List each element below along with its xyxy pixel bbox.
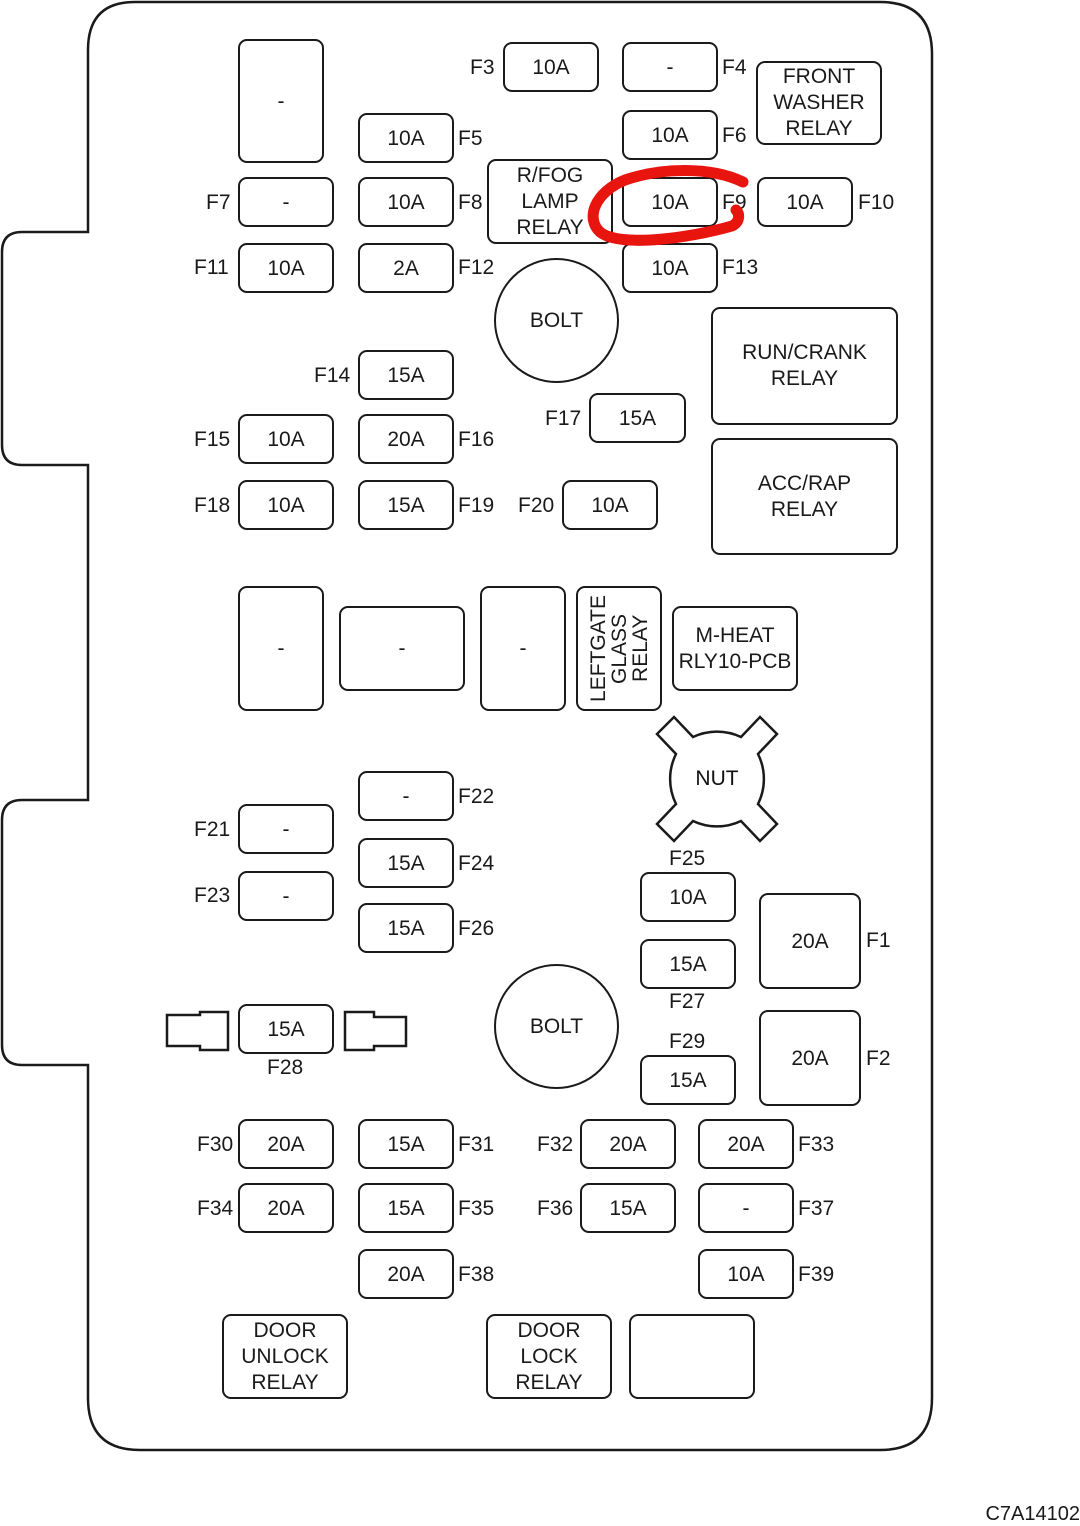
fuse-f21[interactable]: -: [238, 804, 334, 854]
fuse-f10[interactable]: 10A: [757, 177, 853, 227]
fuse-f26[interactable]: 15A: [358, 903, 454, 953]
fuse-f6[interactable]: 10A: [622, 110, 718, 160]
nut-icon: [655, 715, 779, 843]
rfog-lamp-relay[interactable]: R/FOG LAMP RELAY: [487, 159, 613, 244]
fuse-f4[interactable]: -: [622, 42, 718, 92]
fuse-f16[interactable]: 20A: [358, 414, 454, 464]
fuse-label-f20: F20: [518, 494, 555, 517]
nut-label: NUT: [695, 767, 739, 790]
fuse-label-f38: F38: [458, 1263, 495, 1286]
fuse-label-f10: F10: [858, 191, 895, 214]
fuse-label-f35: F35: [458, 1197, 495, 1220]
fuse-f2[interactable]: 20A: [759, 1010, 861, 1106]
fuse-label-f18: F18: [194, 494, 231, 517]
fuse-label-f23: F23: [194, 884, 231, 907]
bolt-bottom: BOLT: [494, 964, 619, 1089]
fuse-f34[interactable]: 20A: [238, 1183, 334, 1233]
fuse-label-f33: F33: [798, 1133, 835, 1156]
acc-rap-relay[interactable]: ACC/RAP RELAY: [711, 438, 898, 555]
relay-slot-empty[interactable]: -: [339, 606, 465, 691]
fuse-label-f6: F6: [722, 124, 747, 147]
fuse-label-f7: F7: [206, 191, 231, 214]
fuse-f22[interactable]: -: [358, 771, 454, 821]
fuse-f5[interactable]: 10A: [358, 113, 454, 163]
fuse-f28-terminals: [165, 1010, 408, 1052]
diagram-code: C7A14102: [985, 1503, 1080, 1525]
fuse-f19[interactable]: 15A: [358, 480, 454, 530]
fuse-f3[interactable]: 10A: [503, 42, 599, 92]
fuse-f24[interactable]: 15A: [358, 838, 454, 888]
door-lock-relay[interactable]: DOOR LOCK RELAY: [486, 1314, 612, 1399]
fuse-label-f3: F3: [470, 56, 495, 79]
fuse-f15[interactable]: 10A: [238, 414, 334, 464]
m-heat-relay[interactable]: M-HEAT RLY10-PCB: [672, 606, 798, 691]
fuse-f31[interactable]: 15A: [358, 1119, 454, 1169]
fuse-f30[interactable]: 20A: [238, 1119, 334, 1169]
fuse-f18[interactable]: 10A: [238, 480, 334, 530]
fuse-f12[interactable]: 2A: [358, 243, 454, 293]
fuse-f9[interactable]: 10A: [622, 177, 718, 227]
fuse-f17[interactable]: 15A: [589, 393, 686, 443]
fuse-label-f11: F11: [194, 256, 229, 279]
fuse-label-f9: F9: [722, 191, 747, 214]
fuse-label-f24: F24: [458, 852, 495, 875]
fuse-label-f16: F16: [458, 428, 495, 451]
fuse-f11[interactable]: 10A: [238, 243, 334, 293]
fuse-f27[interactable]: 15A: [640, 939, 736, 989]
fuse-label-f19: F19: [458, 494, 495, 517]
door-unlock-relay[interactable]: DOOR UNLOCK RELAY: [222, 1314, 348, 1399]
fuse-f23[interactable]: -: [238, 871, 334, 921]
fuse-label-f22: F22: [458, 785, 495, 808]
leftgate-glass-relay-label: LEFTGATE GLASS RELAY: [586, 595, 652, 702]
fuse-label-f4: F4: [722, 56, 747, 79]
bolt-top: BOLT: [494, 258, 619, 383]
fuse-label-f37: F37: [798, 1197, 835, 1220]
relay-slot-empty[interactable]: -: [480, 586, 566, 711]
fuse-label-f13: F13: [722, 256, 759, 279]
fuse-f1[interactable]: 20A: [759, 893, 861, 989]
fuse-f28[interactable]: 15A: [238, 1004, 334, 1054]
fuse-label-f26: F26: [458, 917, 495, 940]
fuse-f13[interactable]: 10A: [622, 243, 718, 293]
fuse-label-f17: F17: [545, 407, 582, 430]
fuse-f32[interactable]: 20A: [580, 1119, 676, 1169]
fuse-label-f2: F2: [866, 1047, 891, 1070]
fuse-label-f8: F8: [458, 191, 483, 214]
fuse-label-f34: F34: [197, 1197, 234, 1220]
run-crank-relay[interactable]: RUN/CRANK RELAY: [711, 307, 898, 425]
fuse-f29[interactable]: 15A: [640, 1055, 736, 1105]
fuse-label-f27: F27: [669, 990, 706, 1013]
fuse-label-f25: F25: [669, 847, 706, 870]
fuse-label-f12: F12: [458, 256, 495, 279]
fuse-label-f28: F28: [267, 1056, 304, 1079]
fuse-label-f29: F29: [669, 1030, 706, 1053]
fuse-label-f31: F31: [458, 1133, 495, 1156]
fuse-f38[interactable]: 20A: [358, 1249, 454, 1299]
fuse-label-f32: F32: [537, 1133, 574, 1156]
fuse-f36[interactable]: 15A: [580, 1183, 676, 1233]
relay-slot-empty[interactable]: [629, 1314, 755, 1399]
fuse-label-f14: F14: [314, 364, 351, 387]
fuse-label-f30: F30: [197, 1133, 234, 1156]
relay-slot-empty[interactable]: -: [238, 39, 324, 163]
fuse-f25[interactable]: 10A: [640, 872, 736, 922]
fuse-f7[interactable]: -: [238, 177, 334, 227]
fuse-f39[interactable]: 10A: [698, 1249, 794, 1299]
front-washer-relay[interactable]: FRONT WASHER RELAY: [756, 61, 882, 145]
fuse-label-f1: F1: [866, 929, 891, 952]
fuse-label-f36: F36: [537, 1197, 574, 1220]
fuse-f20[interactable]: 10A: [562, 480, 658, 530]
fuse-f35[interactable]: 15A: [358, 1183, 454, 1233]
fuse-f14[interactable]: 15A: [358, 350, 454, 400]
fuse-label-f21: F21: [194, 818, 231, 841]
fuse-f33[interactable]: 20A: [698, 1119, 794, 1169]
leftgate-glass-relay[interactable]: LEFTGATE GLASS RELAY: [576, 586, 662, 711]
fuse-label-f39: F39: [798, 1263, 835, 1286]
relay-slot-empty[interactable]: -: [238, 586, 324, 711]
fuse-f8[interactable]: 10A: [358, 177, 454, 227]
fuse-f37[interactable]: -: [698, 1183, 794, 1233]
fuse-label-f5: F5: [458, 127, 483, 150]
fuse-label-f15: F15: [194, 428, 231, 451]
